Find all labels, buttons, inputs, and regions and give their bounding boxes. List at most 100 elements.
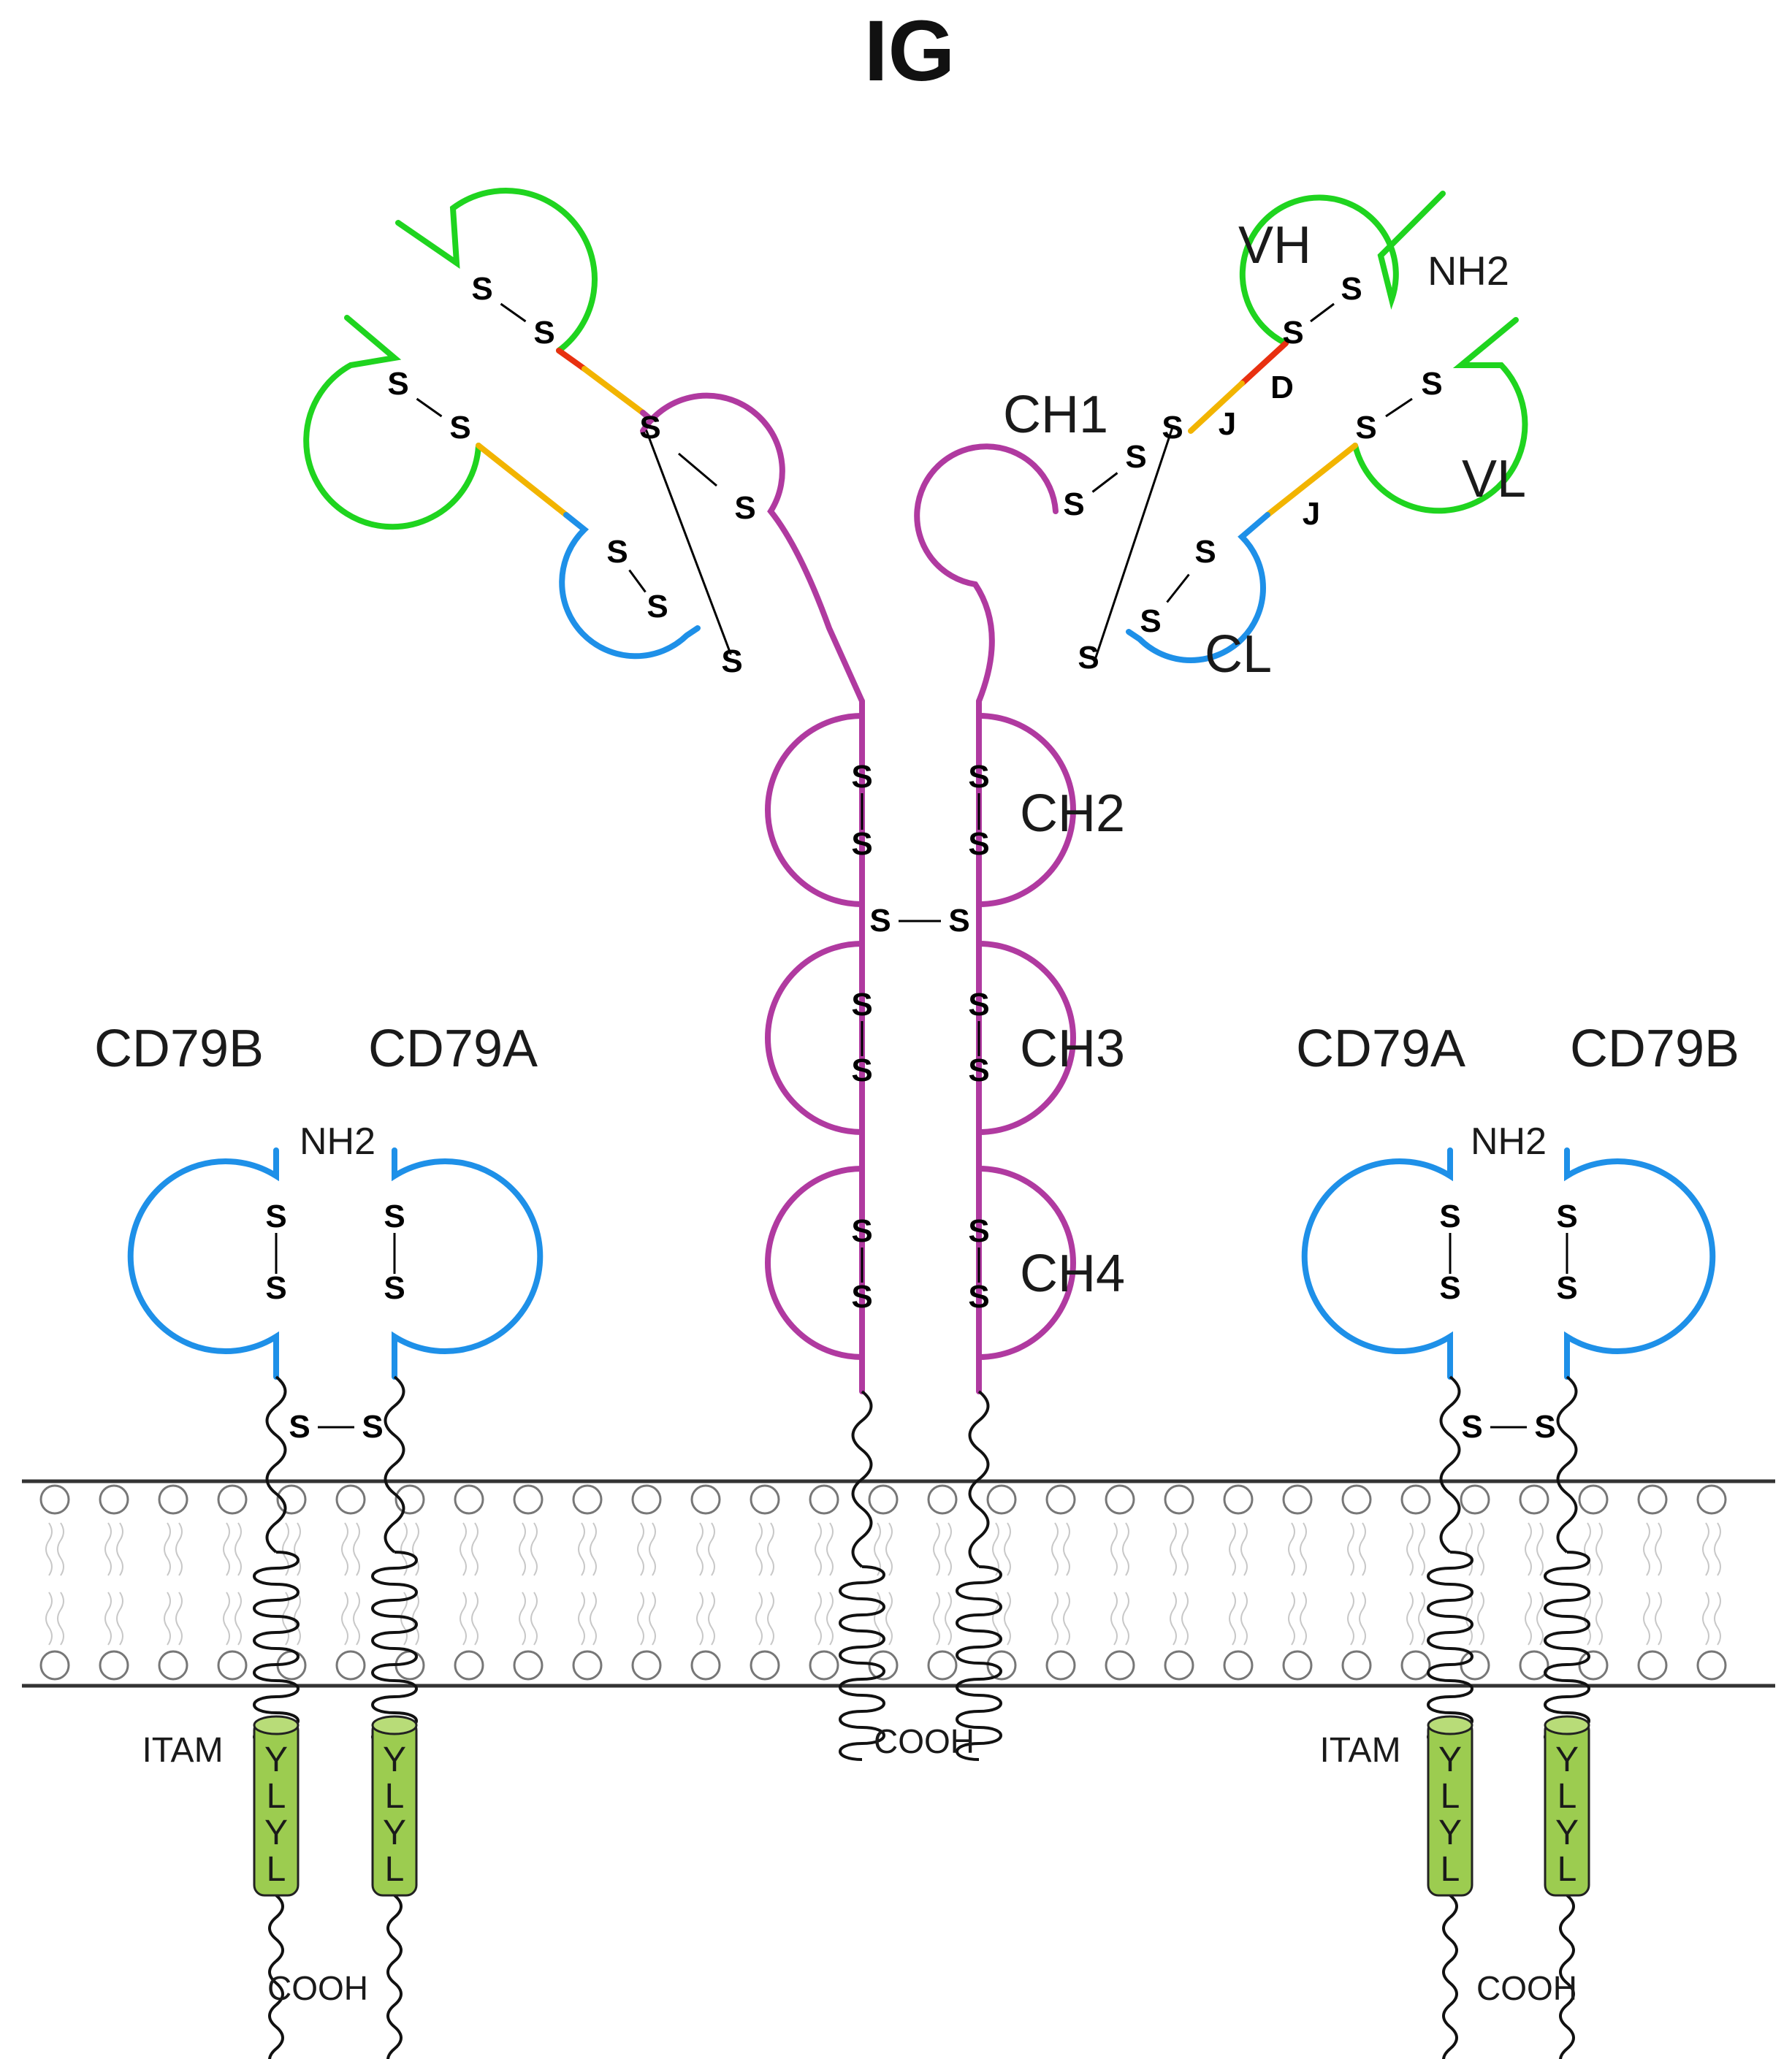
label-ch4: CH4 <box>1020 1245 1125 1303</box>
lipid-tail <box>637 1592 644 1646</box>
lipid-tail <box>1643 1592 1650 1646</box>
disulfide-s: S <box>851 987 872 1023</box>
lipid-head <box>1578 1650 1609 1681</box>
cytoplasmic-tail <box>1442 1894 1458 2059</box>
lipid-tail <box>116 1522 123 1576</box>
disulfide-s: S <box>1140 603 1161 639</box>
lipid-tail <box>1110 1592 1118 1646</box>
disulfide-s: S <box>968 1213 989 1249</box>
itam-residue: L <box>1557 1850 1577 1889</box>
disulfide-s: S <box>533 315 554 351</box>
lipid-head <box>809 1650 839 1681</box>
lipid-tail <box>933 1522 940 1576</box>
lipid-tail <box>164 1522 171 1576</box>
lipid-head <box>750 1650 780 1681</box>
lipid-tail <box>1229 1522 1236 1576</box>
itam-residue: Y <box>264 1814 288 1852</box>
disulfide-s: S <box>968 826 989 862</box>
lipid-tail <box>1406 1522 1414 1576</box>
label-j-light: J <box>1303 496 1320 532</box>
lipid-tail <box>1655 1592 1662 1646</box>
disulfide-s: S <box>851 826 872 862</box>
disulfide-s: S <box>265 1199 286 1234</box>
ig-heavy-right-linker <box>968 1390 990 1568</box>
lipid-head <box>1282 1650 1313 1681</box>
lipid-tail <box>1347 1522 1354 1576</box>
label-j-heavy: J <box>1219 406 1236 442</box>
lipid-head <box>1519 1484 1549 1515</box>
lipid-tail <box>826 1522 834 1576</box>
lipid-tail <box>341 1522 348 1576</box>
disulfide-s: S <box>1556 1270 1577 1306</box>
lipid-tail <box>223 1522 230 1576</box>
lipid-tail <box>1004 1522 1011 1576</box>
disulfide-s: S <box>639 410 660 446</box>
itam-residue: L <box>1441 1850 1460 1889</box>
lipid-head <box>513 1650 544 1681</box>
disulfide-s: S <box>968 1279 989 1315</box>
lipid-tail <box>1170 1522 1177 1576</box>
label-ch2: CH2 <box>1020 784 1125 843</box>
itam-residue: Y <box>1438 1741 1462 1779</box>
lipid-head <box>1696 1484 1727 1515</box>
lipid-tail <box>767 1522 774 1576</box>
itam-residue: Y <box>1438 1814 1462 1852</box>
lipid-head <box>868 1650 899 1681</box>
lipid-tail <box>1288 1592 1295 1646</box>
disulfide-s: S <box>647 589 668 624</box>
lipid-tail <box>1347 1592 1354 1646</box>
lipid-head <box>986 1484 1017 1515</box>
lipid-tail <box>1714 1592 1721 1646</box>
lipid-tail <box>1110 1522 1118 1576</box>
lipid-tail <box>1051 1592 1059 1646</box>
lipid-tail <box>874 1522 881 1576</box>
label-nh2-cd79-left: NH2 <box>300 1120 375 1163</box>
lipid-head <box>631 1650 662 1681</box>
lipid-tail <box>175 1522 183 1576</box>
lipid-tail <box>1240 1522 1248 1576</box>
lipid-tail <box>1643 1522 1650 1576</box>
lipid-tail <box>885 1522 893 1576</box>
cd79b-right-linker <box>1556 1375 1578 1554</box>
lipid-tail <box>1359 1592 1366 1646</box>
label-nh2-cd79-right: NH2 <box>1471 1120 1547 1163</box>
cytoplasmic-tail <box>386 1894 403 2059</box>
disulfide-s: S <box>289 1409 310 1445</box>
lipid-tail <box>885 1592 893 1646</box>
lipid-head <box>1637 1650 1668 1681</box>
label-cd79a-left: CD79A <box>368 1020 538 1078</box>
cd79a-left-helix <box>371 1551 418 1746</box>
lipid-tail <box>294 1522 301 1576</box>
lipid-head <box>986 1650 1017 1681</box>
lipid-tail <box>519 1522 526 1576</box>
lipid-head <box>158 1650 188 1681</box>
lipid-head <box>572 1650 603 1681</box>
transmembrane-helices <box>253 1375 1590 2059</box>
lipid-tail <box>235 1522 242 1576</box>
lipid-tail <box>1181 1592 1189 1646</box>
lipid-head <box>1400 1484 1431 1515</box>
disulfide-s: S <box>851 1279 872 1315</box>
cd79-left <box>127 1147 544 1380</box>
lipid-head <box>1341 1484 1372 1515</box>
lipid-tail <box>767 1592 774 1646</box>
lipid-head <box>335 1650 366 1681</box>
itam-cap <box>371 1715 418 1735</box>
lipid-head <box>39 1650 70 1681</box>
disulfide-s: S <box>1439 1270 1460 1306</box>
lipid-tail <box>1702 1592 1709 1646</box>
lipid-tail <box>400 1592 408 1646</box>
label-cooh-ig: COOH <box>874 1722 975 1760</box>
label-cd79a-right: CD79A <box>1296 1020 1465 1078</box>
lipid-tail <box>223 1592 230 1646</box>
lipid-head <box>39 1484 70 1515</box>
lipid-tails <box>45 1522 1721 1646</box>
disulfide-s: S <box>1439 1199 1460 1234</box>
lipid-head <box>99 1484 129 1515</box>
lipid-head <box>868 1484 899 1515</box>
lipid-head <box>1341 1650 1372 1681</box>
